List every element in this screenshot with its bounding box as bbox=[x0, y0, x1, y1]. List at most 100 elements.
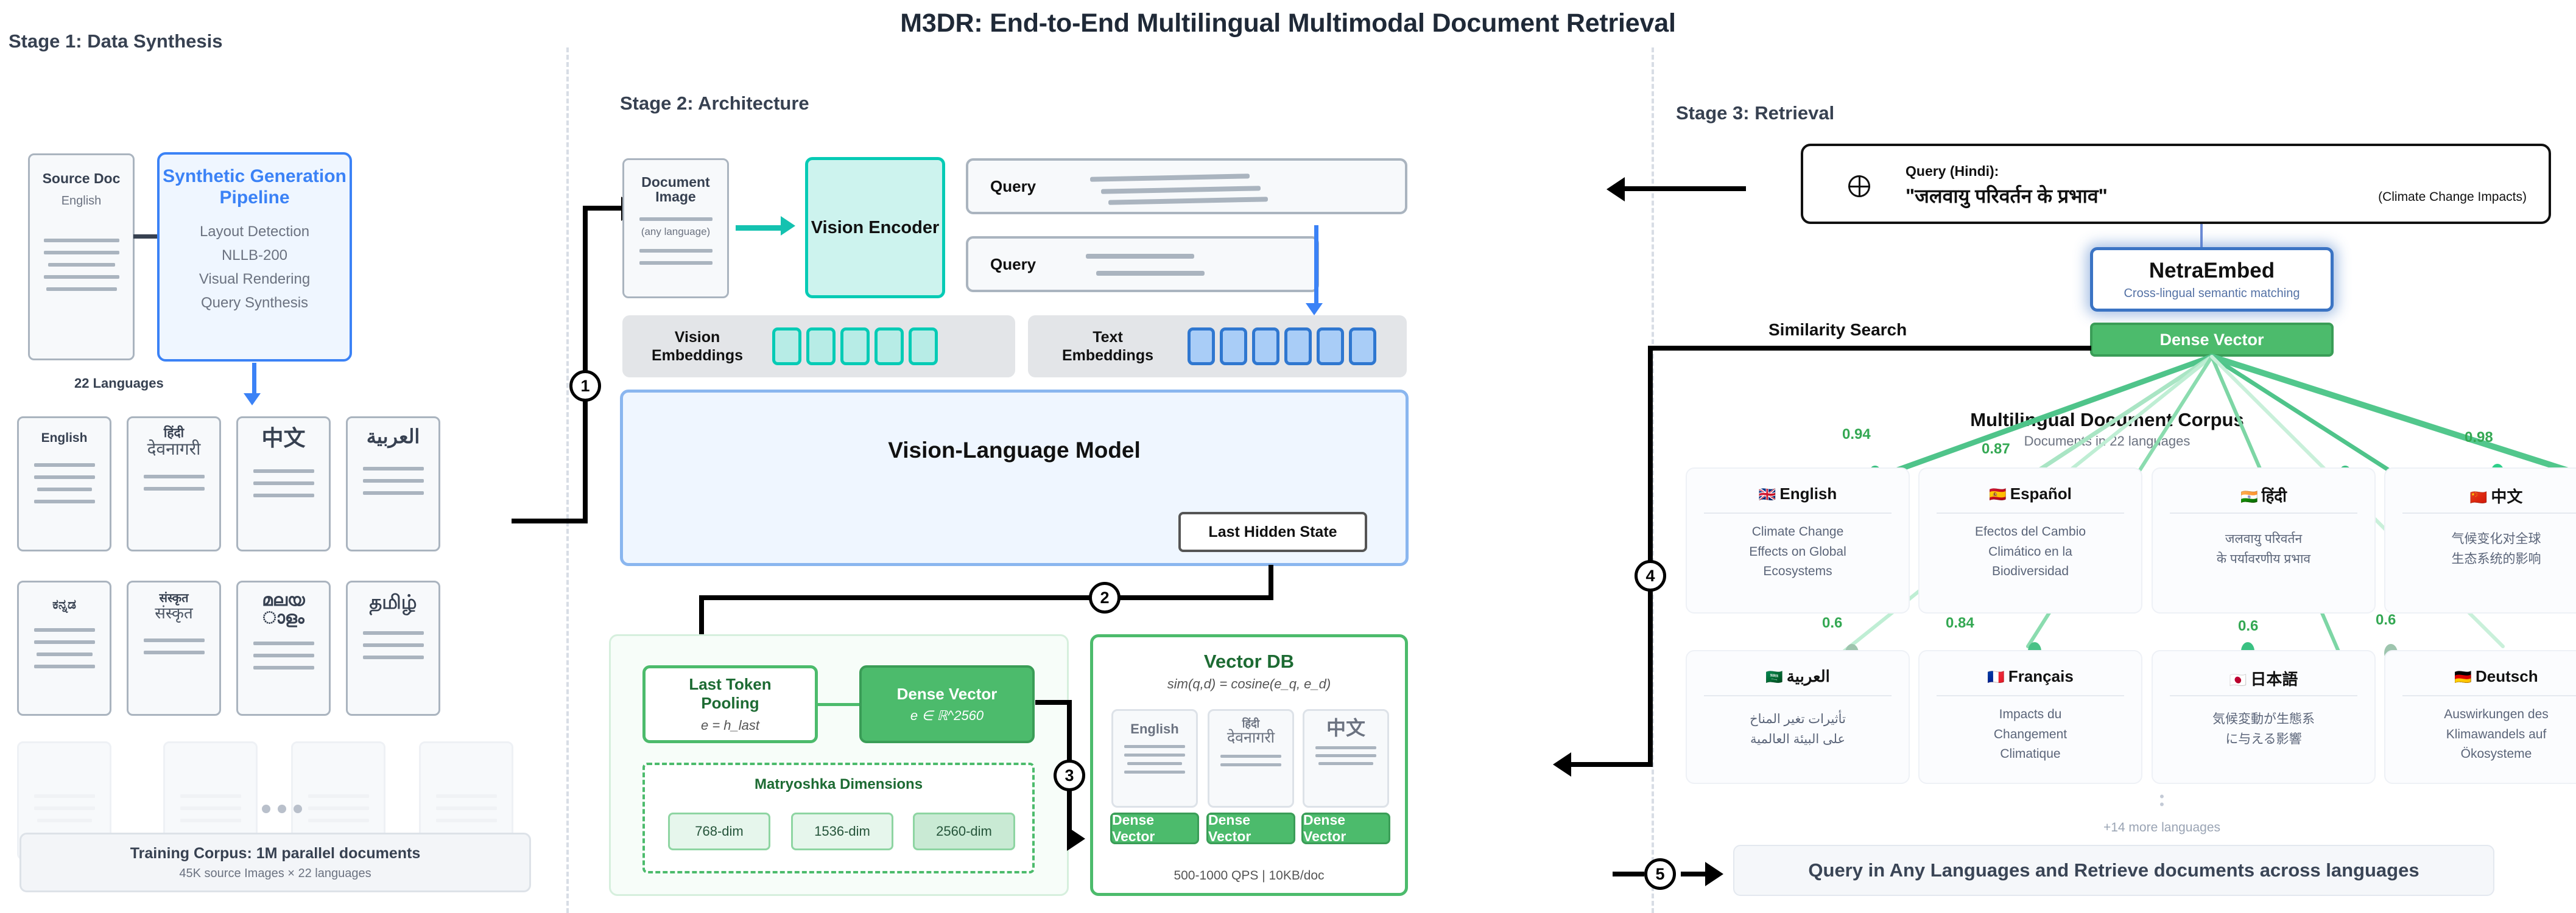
query-to-stage2-shaft bbox=[1624, 186, 1746, 191]
result-card-divider bbox=[2402, 512, 2576, 514]
result-card-japanese[interactable]: 🇯🇵日本語 気候変動が生態系 に与える影響 bbox=[2152, 650, 2376, 784]
pipeline-item-nllb: NLLB-200 bbox=[221, 247, 288, 264]
lang-card-lines bbox=[165, 786, 256, 822]
score-label-japanese: 0.6 bbox=[2238, 618, 2259, 634]
lang-card-lines bbox=[19, 786, 110, 822]
similarity-search-label: Similarity Search bbox=[1768, 320, 1907, 339]
matryoshka-section: Matryoshka Dimensions 768-dim 1536-dim 2… bbox=[642, 763, 1035, 873]
vector-db-doc-chinese: 中文 bbox=[1303, 709, 1389, 808]
lang-card-label: العربية bbox=[366, 425, 420, 447]
result-card-header: 🇫🇷Français bbox=[1920, 667, 2141, 686]
step-2-badge: 2 bbox=[1089, 582, 1121, 614]
lang-card-lines bbox=[238, 461, 329, 497]
result-card-francais[interactable]: 🇫🇷Français Impacts du Changement Climati… bbox=[1918, 650, 2142, 784]
training-corpus-strip: Training Corpus: 1M parallel documents 4… bbox=[19, 833, 531, 892]
document-image-card: Document Image (any language) bbox=[622, 158, 729, 298]
text-embedding-chip bbox=[1317, 327, 1344, 365]
result-card-english[interactable]: 🇬🇧English Climate Change Effects on Glob… bbox=[1686, 467, 1910, 614]
result-card-header: 🇮🇳हिंदी bbox=[2153, 484, 2374, 506]
result-card-body: Climate Change Effects on Global Ecosyst… bbox=[1695, 522, 1900, 582]
result-card-arabic[interactable]: 🇸🇦العربية تأثيرات تغير المناخ على البيئة… bbox=[1686, 650, 1910, 784]
result-line: Klimawandels auf bbox=[2446, 727, 2547, 741]
vision-embeddings-label-line2: Embeddings bbox=[651, 347, 743, 364]
lang-card-label: 中文 bbox=[261, 425, 306, 450]
globe-icon bbox=[1848, 175, 1870, 197]
text-embedding-chips bbox=[1188, 327, 1376, 365]
pooling-formula: e = h_last bbox=[700, 718, 759, 733]
connector-source-to-pipeline bbox=[133, 234, 158, 239]
matryoshka-title: Matryoshka Dimensions bbox=[754, 776, 923, 792]
netraembed-subtitle: Cross-lingual semantic matching bbox=[2124, 286, 2300, 300]
pipeline-title-line2: Pipeline bbox=[219, 187, 290, 208]
step5-shaft-right bbox=[1681, 872, 1710, 876]
document-image-title-line1: Document bbox=[641, 174, 710, 190]
result-line: 気候変動が生態系 bbox=[2212, 712, 2315, 726]
lang-card-arabic: العربية bbox=[346, 416, 440, 551]
last-hidden-state-box: Last Hidden State bbox=[1178, 512, 1367, 552]
result-card-deutsch[interactable]: 🇩🇪Deutsch Auswirkungen des Klimawandels … bbox=[2384, 650, 2576, 784]
query-panel: Query (Hindi): "जलवायु परिवर्तन के प्रभा… bbox=[1801, 144, 2551, 224]
pipeline-item-query-synthesis: Query Synthesis bbox=[200, 294, 309, 311]
result-card-divider bbox=[1937, 695, 2124, 696]
step5-arrow-head bbox=[1705, 862, 1723, 886]
pooling-title-line2: Pooling bbox=[701, 694, 759, 712]
source-doc-subtitle: English bbox=[61, 194, 102, 208]
result-card-lang: हिंदी bbox=[2261, 487, 2287, 505]
query-box-bottom: Query bbox=[966, 236, 1319, 292]
text-embeddings-label: Text Embeddings bbox=[1028, 328, 1188, 365]
lang-card-label: தமிழ் bbox=[369, 591, 417, 613]
lang-card-lines bbox=[128, 466, 219, 491]
step3-shaft-top bbox=[1035, 700, 1072, 705]
dim-chip-2560[interactable]: 2560-dim bbox=[913, 813, 1015, 850]
corpus-title: Multilingual Document Corpus bbox=[1970, 409, 2244, 430]
result-line: Biodiversidad bbox=[1991, 564, 2069, 579]
result-card-body: تأثيرات تغير المناخ على البيئة العالمية bbox=[1695, 710, 1900, 749]
text-embeddings-label-line1: Text bbox=[1093, 329, 1123, 346]
document-image-sub: (any language) bbox=[641, 226, 711, 238]
dim-chip-1536[interactable]: 1536-dim bbox=[791, 813, 893, 850]
vector-db-formula: sim(q,d) = cosine(e_q, e_d) bbox=[1167, 676, 1331, 691]
result-card-lang: English bbox=[1779, 484, 1837, 503]
vector-db-title: Vector DB bbox=[1203, 651, 1295, 672]
vector-db-doc-lines bbox=[1304, 741, 1387, 765]
flag-icon-fr: 🇫🇷 bbox=[1987, 669, 2005, 685]
result-card-header: 🇪🇸Español bbox=[1920, 484, 2141, 503]
pooling-to-dense-connector bbox=[818, 703, 860, 706]
step3-arrow-head bbox=[1067, 827, 1085, 851]
result-card-chinese[interactable]: 🇨🇳中文 气候变化对全球 生态系统的影响 bbox=[2384, 467, 2576, 614]
text-embedding-chip bbox=[1349, 327, 1376, 365]
pooling-title-line1: Last Token bbox=[689, 674, 772, 693]
netraembed-box: NetraEmbed Cross-lingual semantic matchi… bbox=[2090, 247, 2334, 312]
dense-vector-box: Dense Vector e ∈ ℝ^2560 bbox=[859, 665, 1035, 743]
pipeline-title: Synthetic Generation Pipeline bbox=[163, 166, 347, 209]
score-label-chinese: 0.98 bbox=[2465, 429, 2493, 446]
vector-db-doc-english: English bbox=[1111, 709, 1198, 808]
pipeline-down-arrow-head bbox=[244, 393, 261, 405]
step2-shaft-down-left bbox=[699, 595, 704, 639]
result-card-header: 🇨🇳中文 bbox=[2385, 484, 2576, 507]
result-line: Impacts du bbox=[1999, 707, 2062, 721]
result-card-divider bbox=[2170, 512, 2357, 514]
pooling-title: Last Token Pooling bbox=[689, 675, 771, 713]
result-card-body: Auswirkungen des Klimawandels auf Ökosys… bbox=[2394, 705, 2576, 764]
flag-icon-es: 🇪🇸 bbox=[1989, 486, 2007, 502]
document-image-title: Document Image bbox=[641, 175, 709, 204]
query-box-top: Query bbox=[966, 158, 1407, 214]
score-label-deutsch: 0.6 bbox=[2376, 612, 2396, 628]
document-image-lines-bottom bbox=[624, 240, 727, 265]
vision-embedding-chip bbox=[875, 327, 904, 365]
result-card-espanol[interactable]: 🇪🇸Español Efectos del Cambio Climático e… bbox=[1918, 467, 2142, 614]
lang-card-lines bbox=[238, 633, 329, 670]
synthetic-generation-pipeline: Synthetic Generation Pipeline Layout Det… bbox=[157, 152, 352, 362]
dim-chip-768[interactable]: 768-dim bbox=[668, 813, 770, 850]
lang-card-label: English bbox=[41, 431, 88, 445]
result-line: 气候变化对全球 bbox=[2451, 532, 2541, 546]
vision-embeddings-label-line1: Vision bbox=[674, 329, 720, 346]
result-card-lang: Español bbox=[2010, 484, 2072, 503]
similarity-search-shaft bbox=[1648, 346, 2091, 351]
vector-db-doc-label: 中文 bbox=[1326, 717, 1365, 739]
result-card-hindi[interactable]: 🇮🇳हिंदी जलवायु परिवर्तन के पर्यावरणीय प्… bbox=[2152, 467, 2376, 614]
vision-embedding-chips bbox=[772, 327, 938, 365]
score-label-arabic: 0.6 bbox=[1822, 615, 1843, 631]
lang-card-lines bbox=[19, 620, 110, 669]
